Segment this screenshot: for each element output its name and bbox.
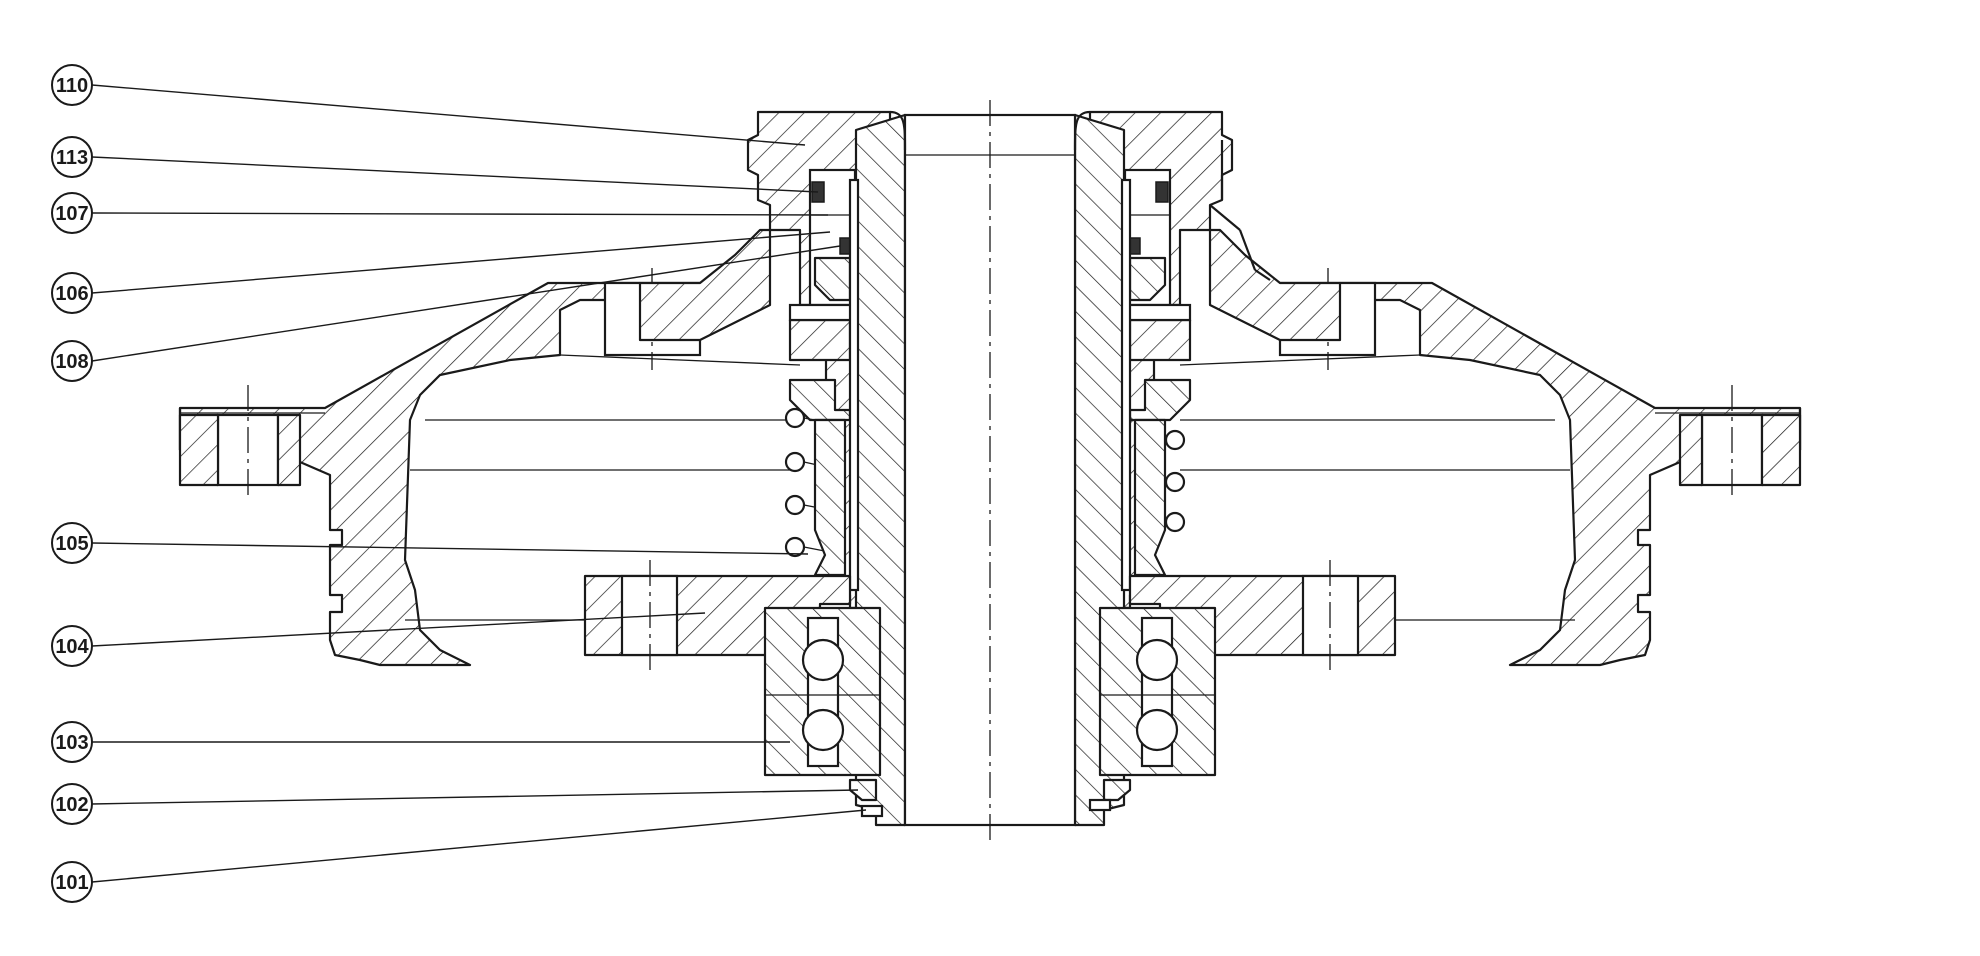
seal-stack — [788, 168, 1192, 592]
shaft — [854, 100, 1126, 840]
callout-113: 113 — [51, 136, 93, 178]
sleeve-right — [1120, 178, 1132, 592]
callout-101: 101 — [51, 861, 93, 903]
ball-upper-left — [801, 638, 845, 682]
callout-110-label: 110 — [56, 75, 88, 97]
callout-104-label: 104 — [55, 636, 89, 658]
callout-101-label: 101 — [55, 872, 88, 894]
bushing-right — [1128, 318, 1192, 362]
leader-lines — [91, 84, 867, 883]
callout-balloons: 110 113 107 106 108 105 104 103 — [51, 64, 93, 903]
callout-103: 103 — [51, 721, 93, 763]
callout-106: 106 — [51, 272, 93, 314]
callout-108-label: 108 — [55, 351, 88, 373]
ball-upper-right — [1135, 638, 1179, 682]
callout-107: 107 — [51, 192, 93, 234]
callout-113-label: 113 — [56, 147, 88, 169]
bushing-left — [788, 318, 852, 362]
callout-102-label: 102 — [55, 794, 88, 816]
callout-110: 110 — [51, 64, 93, 106]
sleeve-left — [848, 178, 860, 592]
callout-106-label: 106 — [55, 283, 88, 305]
ball-lower-left — [801, 708, 845, 752]
bearings — [763, 606, 1217, 777]
callout-108: 108 — [51, 340, 93, 382]
retaining-rings — [848, 778, 1132, 818]
housing-left — [178, 281, 642, 667]
oring-113-right — [1155, 181, 1169, 203]
callout-105-label: 105 — [55, 533, 88, 555]
ball-lower-right — [1135, 708, 1179, 752]
callout-103-label: 103 — [55, 732, 88, 754]
callout-102: 102 — [51, 783, 93, 825]
callout-105: 105 — [51, 522, 93, 564]
housing-right — [1338, 281, 1802, 667]
callout-104: 104 — [51, 625, 93, 667]
callout-107-label: 107 — [55, 203, 88, 225]
